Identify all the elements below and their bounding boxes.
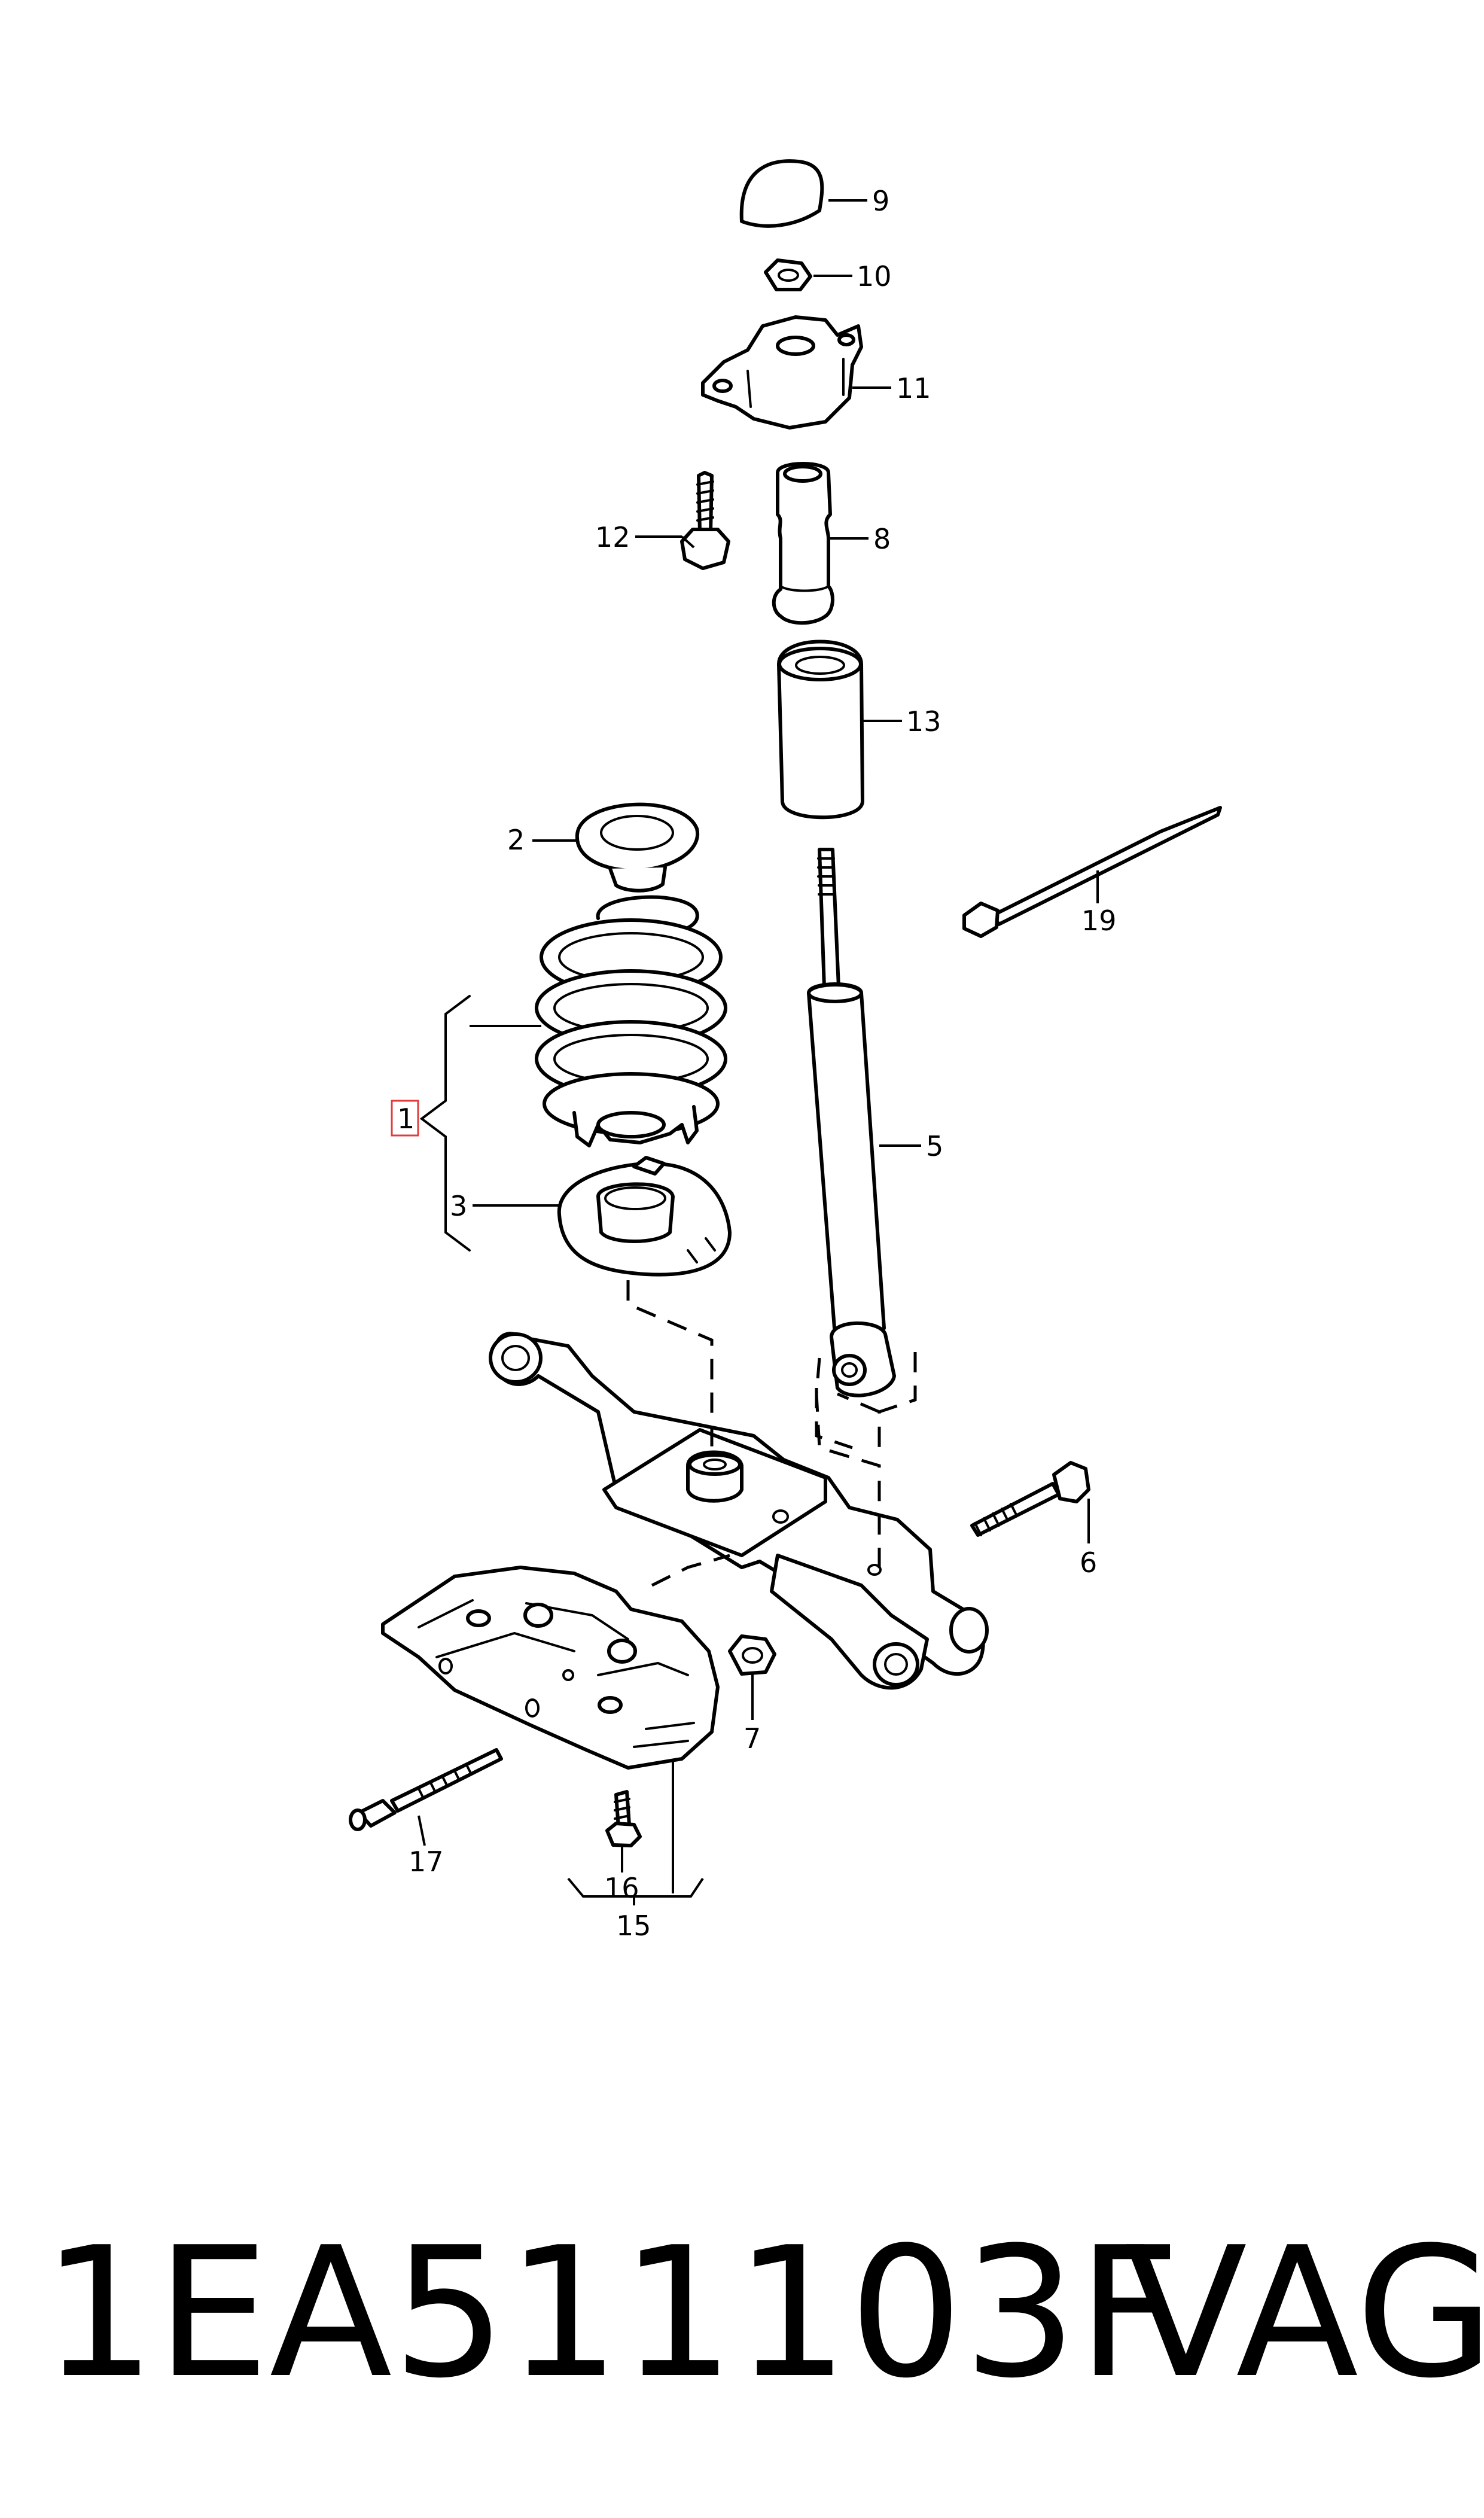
part-15-cover (381, 1566, 720, 1770)
callout-3: 3 (450, 1190, 467, 1222)
part-6-bolt (970, 1461, 1090, 1537)
part-9-dust-cap (739, 159, 824, 228)
part-1-coil-spring (535, 895, 727, 1147)
callout-labels: 1 2 3 5 6 7 8 9 10 11 12 13 15 16 17 19 (397, 185, 1117, 1942)
part-17-rivet (349, 1748, 503, 1831)
rear-suspension-arm (489, 1332, 989, 1690)
callout-17: 17 (409, 1846, 444, 1878)
assembly-dashed-lines (626, 1280, 917, 1587)
callout-19: 19 (1081, 905, 1117, 937)
part-12-bolt (680, 471, 730, 570)
part-13-protective-sleeve (777, 640, 864, 820)
callout-15: 15 (616, 1910, 651, 1942)
callout-16: 16 (604, 1872, 639, 1904)
callout-5: 5 (926, 1130, 943, 1162)
callout-13: 13 (906, 705, 941, 738)
callout-9: 9 (872, 185, 889, 217)
callout-11: 11 (896, 372, 931, 404)
part-11-top-mount (701, 315, 863, 430)
part-19-cable-tie (962, 806, 1222, 938)
part-8-bump-stop (772, 462, 834, 625)
part-5-shock-absorber (807, 848, 896, 1397)
brand-name: VAG (1125, 2209, 1484, 2417)
part-number: 1EA511103F (42, 2209, 1180, 2417)
part-2-spring-seat (575, 802, 700, 893)
callout-2: 2 (507, 824, 525, 856)
callout-8: 8 (873, 523, 891, 555)
callout-7: 7 (743, 1722, 761, 1755)
callout-12: 12 (595, 521, 630, 553)
leader-lines (418, 199, 1099, 1905)
part-3-lower-spring-seat (557, 1156, 732, 1277)
group-bracket-1 (419, 995, 471, 1252)
part-16-screw (605, 1790, 642, 1847)
callout-1: 1 (397, 1103, 415, 1135)
callout-1-highlight (391, 1100, 419, 1137)
part-7-nut (728, 1634, 776, 1676)
callout-6: 6 (1080, 1546, 1097, 1579)
callout-10: 10 (857, 260, 892, 293)
part-10-nut (764, 258, 812, 291)
